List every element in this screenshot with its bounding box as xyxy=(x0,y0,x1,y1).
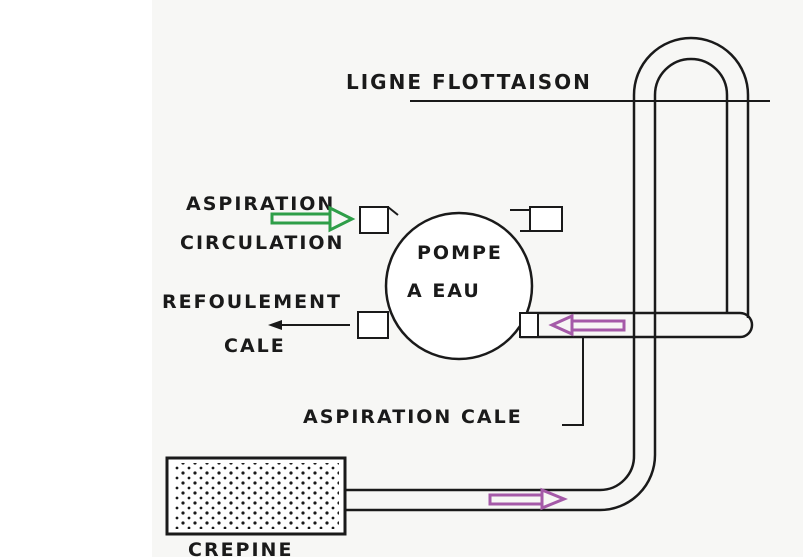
waterline-label: LIGNE FLOTTAISON xyxy=(346,70,592,94)
aspiration-label-line1: ASPIRATION xyxy=(186,193,335,215)
fitting-top-left xyxy=(359,206,389,234)
refoulement-label-line1: REFOULEMENT xyxy=(162,291,342,313)
aspiration-cale-label: ASPIRATION CALE xyxy=(303,406,523,428)
arrow-left-icon xyxy=(548,313,626,337)
bottom-bend-outer xyxy=(599,454,657,512)
pump-label-line2: A EAU xyxy=(407,280,481,302)
bottom-bend-inner xyxy=(599,454,636,492)
aspiration-cale-leader xyxy=(562,337,584,426)
siphon-pipe-inner xyxy=(653,57,729,455)
refoulement-label-line2: CALE xyxy=(224,335,286,357)
strainer-label: CREPINE xyxy=(188,539,293,557)
siphon-pipe-outer xyxy=(632,36,750,455)
arrow-right-icon xyxy=(270,205,356,233)
aspiration-label-line2: CIRCULATION xyxy=(180,232,344,254)
arrow-left-icon xyxy=(268,320,350,330)
fitting-bottom-left xyxy=(357,311,389,339)
fitting-top-right xyxy=(529,206,563,232)
fitting-top-left-neck xyxy=(387,206,399,216)
pump-label-line1: POMPE xyxy=(417,242,503,264)
fitting-bottom-right xyxy=(519,312,539,338)
arrow-right-icon xyxy=(488,487,568,511)
strainer xyxy=(165,456,347,536)
pipe-end-cap xyxy=(739,311,754,339)
pump-body xyxy=(384,211,534,361)
